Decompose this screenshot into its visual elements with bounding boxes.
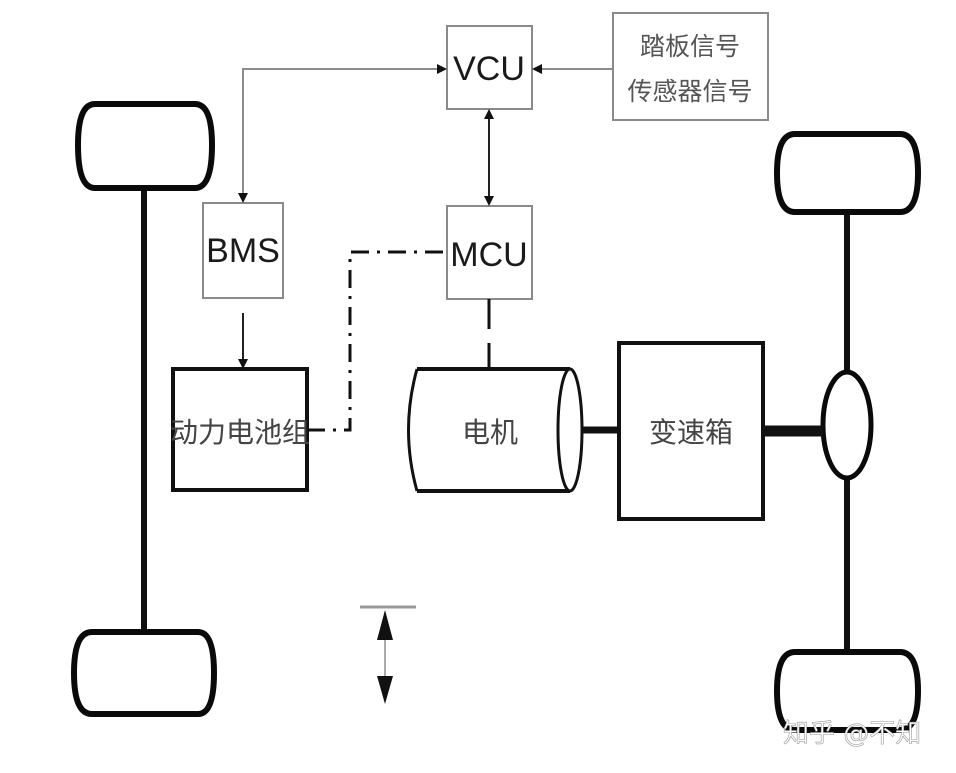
motor-end-cap [556,367,584,493]
battery-node: 动力电池组 [170,367,310,492]
gearbox-node: 变速箱 [617,341,765,521]
battery-label: 动力电池组 [170,416,310,449]
vcu-label: VCU [453,50,525,88]
mcu-box [446,205,533,300]
motor-body-lines [417,367,570,493]
wheel-front-right [70,629,218,717]
rear-axle [773,131,922,733]
gearbox-box [617,341,765,521]
sensor-box [612,12,769,121]
watermark: 知乎 @不知 [783,719,921,749]
legend-down-arrow-icon [377,676,393,704]
bms-box [202,202,284,299]
battery-to-mcu-power-line [307,250,447,432]
wheel-rear-left [773,131,922,215]
bms-node: BMS [202,202,284,299]
legend-bidirectional-arrow [360,605,416,704]
differential [820,369,874,481]
wheel-front-left [74,101,216,191]
bms-label: BMS [206,232,280,270]
mcu-node: MCU [446,205,533,300]
battery-box [171,367,309,492]
wheel-rear-right [773,649,922,733]
gearbox-label: 变速箱 [649,416,733,449]
mcu-label: MCU [450,236,527,274]
front-axle [70,101,218,717]
motor-node: 电机 [407,367,584,493]
sensor-label-line1: 踏板信号 [640,32,740,61]
sensor-label-line2: 传感器信号 [627,77,752,106]
vcu-node: VCU [446,25,533,110]
sensor-node: 踏板信号 传感器信号 [612,12,769,121]
legend-up-arrow-icon [377,610,393,640]
vcu-to-bms-line [238,68,445,203]
motor-left-curve [407,368,419,492]
motor-label: 电机 [462,416,518,449]
